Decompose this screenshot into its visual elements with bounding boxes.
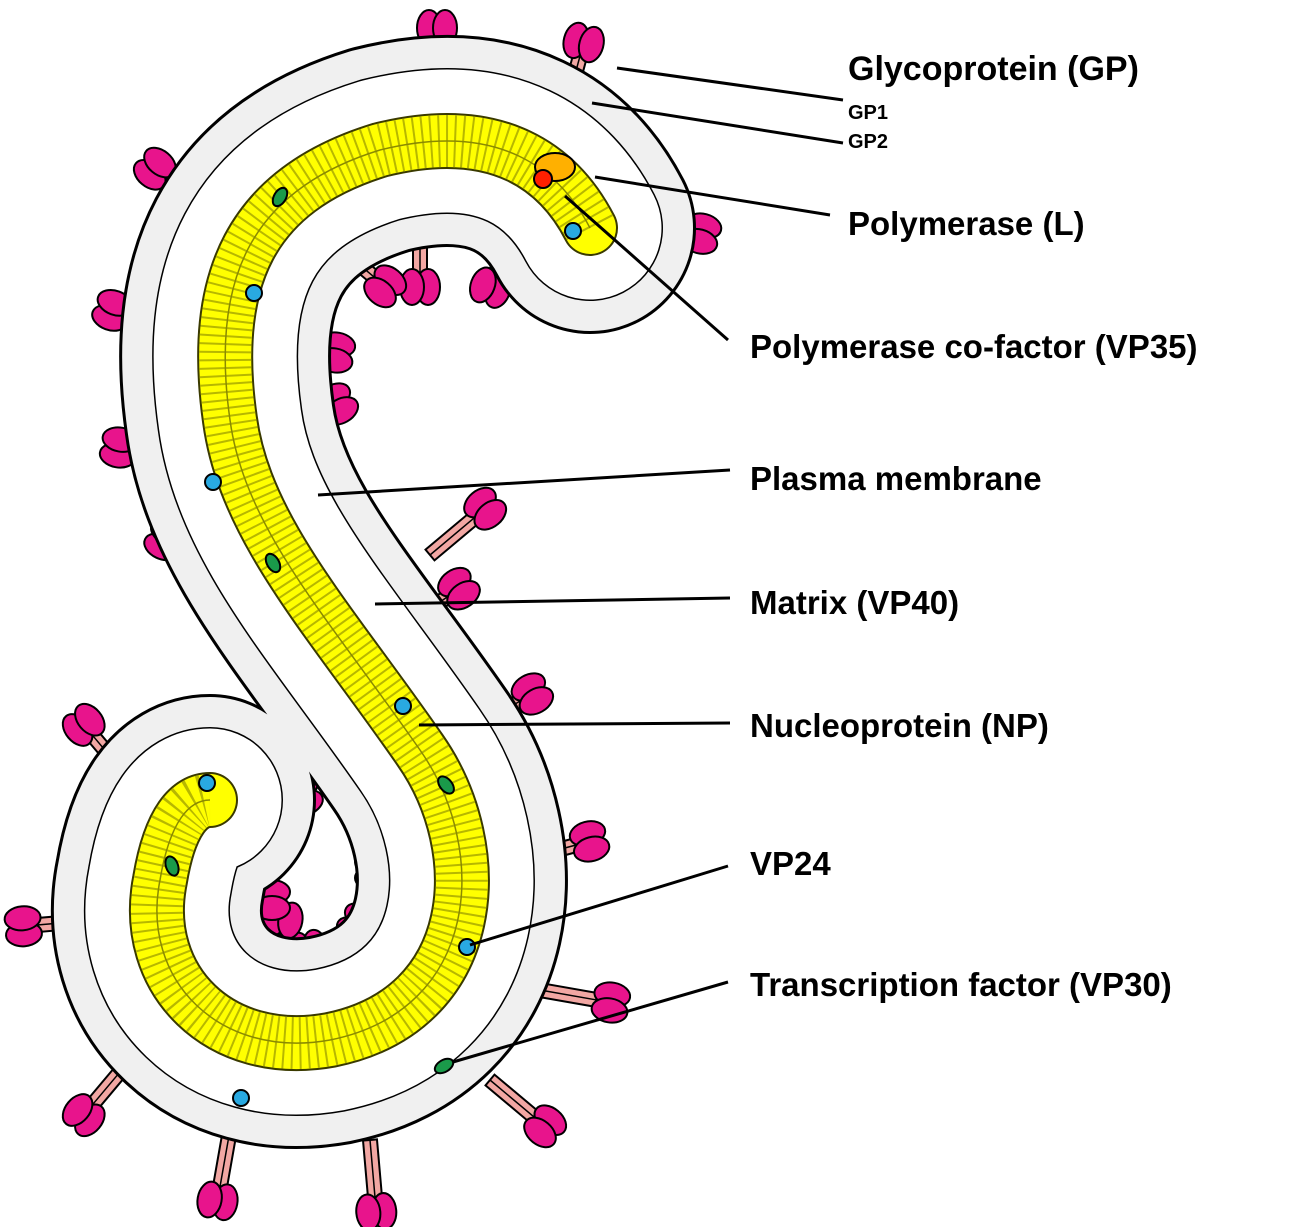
leader-line-membrane	[318, 470, 730, 495]
vp24-protein	[205, 474, 221, 490]
leader-line-np	[419, 723, 730, 725]
label-glycoprotein: Glycoprotein (GP)	[848, 50, 1139, 88]
label-gp2: GP2	[848, 131, 888, 153]
vp24-protein	[199, 775, 215, 791]
vp24-protein	[459, 939, 475, 955]
label-polymerase: Polymerase (L)	[848, 205, 1085, 242]
vp24-protein	[233, 1090, 249, 1106]
label-cofactor: Polymerase co-factor (VP35)	[750, 328, 1198, 365]
label-vp30: Transcription factor (VP30)	[750, 966, 1172, 1003]
spike-stalk-divider	[490, 1080, 534, 1117]
glycoprotein-spike	[417, 482, 512, 570]
label-matrix: Matrix (VP40)	[750, 584, 959, 621]
label-gp1: GP1	[848, 102, 888, 124]
spike-stalk-divider	[430, 518, 474, 555]
label-nucleoprotein: Nucleoprotein (NP)	[750, 707, 1049, 744]
vp24-protein	[565, 223, 581, 239]
polymerase-cofactor-vp35	[534, 170, 552, 188]
vp24-protein	[246, 285, 262, 301]
label-plasma-membrane: Plasma membrane	[750, 460, 1042, 497]
glycoprotein-spike	[350, 1138, 398, 1227]
leader-line-gp	[617, 68, 843, 100]
label-vp24: VP24	[750, 845, 831, 882]
vp24-protein	[395, 698, 411, 714]
glycoprotein-spike	[477, 1065, 572, 1153]
